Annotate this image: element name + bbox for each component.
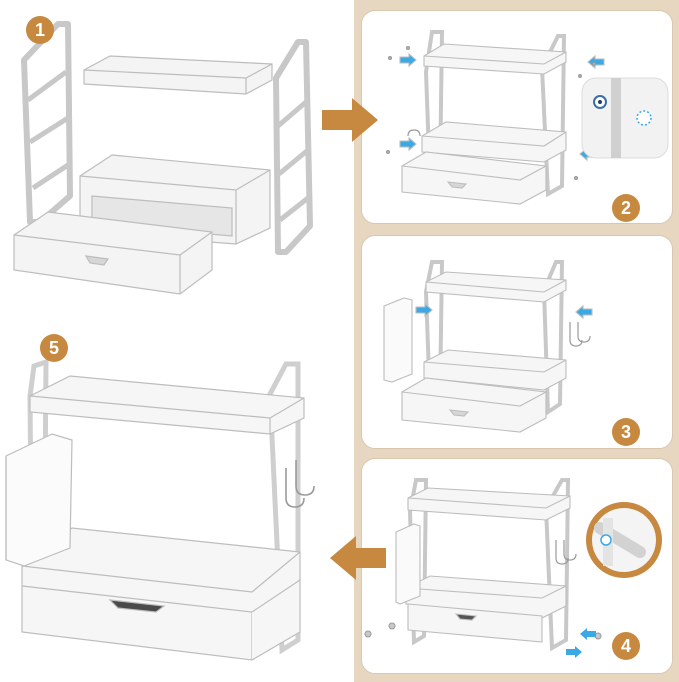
screw-icon (364, 622, 602, 640)
brown-arrow-icon (322, 98, 378, 142)
right-frame-part (273, 39, 313, 255)
step-1-badge: 1 (26, 16, 54, 44)
step-4-badge: 4 (612, 632, 640, 660)
step-2-badge: 2 (612, 194, 640, 222)
step-1-illustration (13, 21, 313, 295)
zoom-detail (586, 502, 662, 578)
step-3-illustration (383, 260, 593, 433)
step-3-badge: 3 (612, 418, 640, 446)
brown-arrow-icon (330, 536, 386, 580)
hook-icon (285, 460, 315, 508)
drawer-part (13, 211, 213, 295)
step-5-badge: 5 (40, 334, 68, 362)
step-4-illustration (395, 478, 571, 652)
step-5-illustration (5, 358, 305, 661)
hook-icon (555, 540, 577, 565)
zoom-detail (581, 77, 669, 159)
top-shelf-part (83, 55, 273, 95)
hook-icon (407, 129, 421, 137)
step-2-illustration (399, 30, 605, 205)
left-frame-part (21, 21, 73, 225)
hook-icon (569, 322, 591, 347)
